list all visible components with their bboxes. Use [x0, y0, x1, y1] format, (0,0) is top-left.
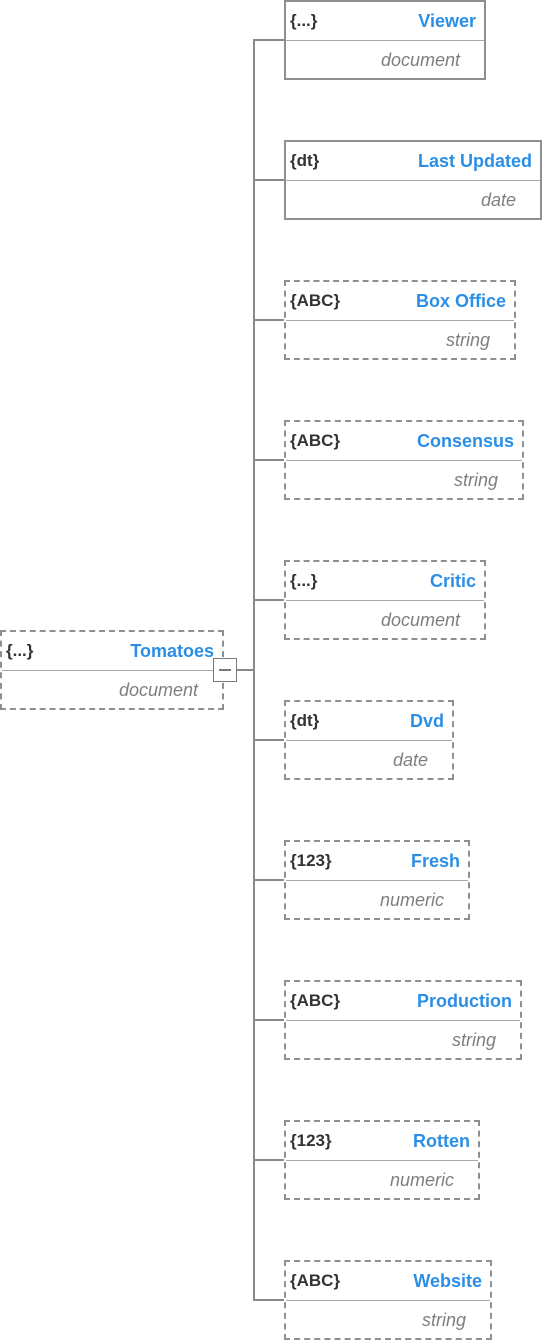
branch-line	[253, 319, 286, 321]
field-node-dvd[interactable]: {dt} Dvd date	[284, 700, 454, 780]
field-node-website[interactable]: {ABC} Website string	[284, 1260, 492, 1340]
node-field-type: date	[480, 190, 516, 210]
node-field-type: string	[453, 470, 498, 490]
node-header: {...} Viewer	[286, 2, 484, 41]
node-field-name: Tomatoes	[130, 641, 214, 661]
document-type-icon: {...}	[290, 11, 318, 30]
field-node-fresh[interactable]: {123} Fresh numeric	[284, 840, 470, 920]
node-field-type: string	[451, 1030, 496, 1050]
branch-line	[253, 1299, 286, 1301]
node-field-type: string	[445, 330, 490, 350]
node-field-name: Website	[413, 1271, 482, 1291]
node-header: {123} Rotten	[286, 1122, 478, 1161]
branch-line	[253, 879, 286, 881]
branch-line	[253, 1159, 286, 1161]
node-field-type: numeric	[379, 890, 444, 910]
node-field-name: Last Updated	[417, 151, 532, 171]
date-type-icon: {dt}	[290, 711, 320, 730]
branch-line	[253, 599, 286, 601]
minus-icon	[219, 669, 231, 671]
node-field-type: numeric	[389, 1170, 454, 1190]
node-header: {ABC} Consensus	[286, 422, 522, 461]
field-node-last-updated[interactable]: {dt} Last Updated date	[284, 140, 542, 220]
node-field-name: Viewer	[418, 11, 476, 31]
branch-line	[253, 39, 286, 41]
field-node-viewer[interactable]: {...} Viewer document	[284, 0, 486, 80]
branch-line	[253, 739, 286, 741]
string-type-icon: {ABC}	[290, 991, 341, 1010]
collapse-button[interactable]	[213, 658, 237, 682]
branch-line	[253, 459, 286, 461]
node-field-type: document	[380, 50, 460, 70]
field-node-production[interactable]: {ABC} Production string	[284, 980, 522, 1060]
document-type-icon: {...}	[6, 641, 34, 660]
node-header: {ABC} Production	[286, 982, 520, 1021]
tree-trunk	[253, 39, 255, 1301]
node-header: {...} Tomatoes	[2, 632, 222, 671]
node-header: {ABC} Website	[286, 1262, 490, 1301]
field-node-consensus[interactable]: {ABC} Consensus string	[284, 420, 524, 500]
field-node-rotten[interactable]: {123} Rotten numeric	[284, 1120, 480, 1200]
numeric-type-icon: {123}	[290, 1131, 332, 1150]
string-type-icon: {ABC}	[290, 431, 341, 450]
node-field-name: Fresh	[410, 851, 460, 871]
node-field-name: Dvd	[409, 711, 444, 731]
root-node-tomatoes[interactable]: {...} Tomatoes document	[0, 630, 224, 710]
date-type-icon: {dt}	[290, 151, 320, 170]
field-node-box-office[interactable]: {ABC} Box Office string	[284, 280, 516, 360]
node-header: {123} Fresh	[286, 842, 468, 881]
node-header: {dt} Last Updated	[286, 142, 540, 181]
node-field-name: Box Office	[415, 291, 506, 311]
node-field-name: Critic	[429, 571, 476, 591]
node-field-type: date	[392, 750, 428, 770]
node-field-name: Rotten	[413, 1131, 470, 1151]
node-header: {dt} Dvd	[286, 702, 452, 741]
node-field-name: Consensus	[416, 431, 514, 451]
string-type-icon: {ABC}	[290, 291, 341, 310]
node-field-type: string	[421, 1310, 466, 1330]
root-connector	[236, 669, 255, 671]
node-header: {ABC} Box Office	[286, 282, 514, 321]
node-header: {...} Critic	[286, 562, 484, 601]
field-node-critic[interactable]: {...} Critic document	[284, 560, 486, 640]
node-field-type: document	[118, 680, 198, 700]
node-field-name: Production	[417, 991, 512, 1011]
document-type-icon: {...}	[290, 571, 318, 590]
branch-line	[253, 1019, 286, 1021]
node-field-type: document	[380, 610, 460, 630]
string-type-icon: {ABC}	[290, 1271, 341, 1290]
branch-line	[253, 179, 286, 181]
numeric-type-icon: {123}	[290, 851, 332, 870]
